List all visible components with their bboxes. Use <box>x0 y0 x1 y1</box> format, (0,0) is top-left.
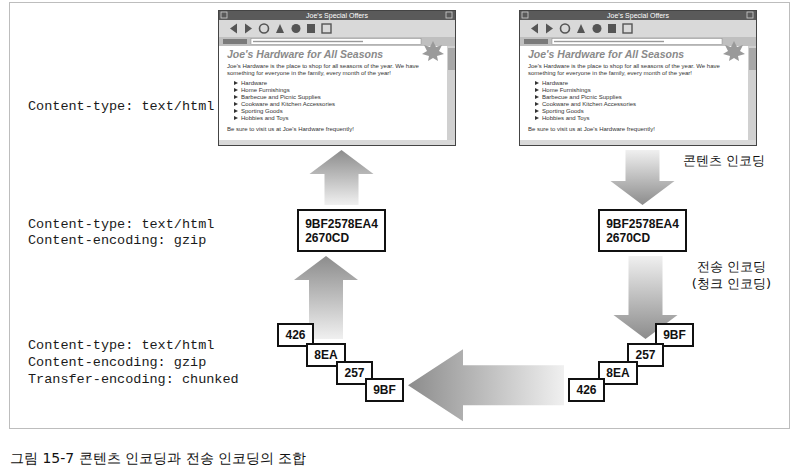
browser-chrome <box>218 10 456 146</box>
chunk-size: 8EA <box>314 348 337 362</box>
chunk-size: 426 <box>285 328 305 342</box>
window-title: Joe's Special Offers <box>520 11 756 20</box>
header-line: Transfer-encoding: chunked <box>28 372 239 388</box>
encoded-data-box: 9BF2578EA4 2670CD <box>598 209 687 252</box>
browser-chrome <box>519 10 757 146</box>
list-item: Home Furnishings <box>520 87 756 94</box>
list-item: Home Furnishings <box>219 87 455 94</box>
browser-window: Joe's Special OffersJoe's Hardware for A… <box>519 10 757 146</box>
chunk-size: 8EA <box>606 366 629 380</box>
list-item: Sporting Goods <box>219 108 455 115</box>
browser-window: Joe's Special OffersJoe's Hardware for A… <box>218 10 456 146</box>
page-heading: Joe's Hardware for All Seasons <box>219 48 455 61</box>
page-footer: Be sure to visit us at Joe's Hardware fr… <box>520 126 756 133</box>
chunk-size: 9BF <box>663 328 686 342</box>
hex-data: 9BF2578EA4 2670CD <box>305 217 378 245</box>
header-line: Content-encoding: gzip <box>28 355 206 371</box>
chunk-size: 257 <box>344 366 364 380</box>
flow-arrow <box>310 150 374 205</box>
chunk-box: 9BF <box>365 378 404 402</box>
header-line: Content-type: text/html <box>28 99 214 115</box>
page-text: Joe's Hardware is the place to shop for … <box>520 63 733 77</box>
flow-arrow <box>408 349 564 421</box>
page-footer: Be sure to visit us at Joe's Hardware fr… <box>219 126 455 133</box>
hex-data: 9BF2578EA4 2670CD <box>606 217 679 245</box>
chunk-size: 257 <box>635 348 655 362</box>
list-item: Hardware <box>219 80 455 87</box>
chunk-size: 9BF <box>373 383 396 397</box>
list-item: Barbecue and Picnic Supplies <box>520 94 756 101</box>
arrow-label: 콘텐츠 인코딩 <box>683 152 765 169</box>
page-heading: Joe's Hardware for All Seasons <box>520 48 756 61</box>
list-item: Hobbies and Toys <box>219 115 455 122</box>
list-item: Cookware and Kitchen Accessories <box>219 101 455 108</box>
header-line: Content-type: text/html <box>28 338 214 354</box>
list-item: Hobbies and Toys <box>520 115 756 122</box>
list-item: Sporting Goods <box>520 108 756 115</box>
page-text: Joe's Hardware is the place to shop for … <box>219 63 432 77</box>
encoded-data-box: 9BF2578EA4 2670CD <box>297 209 386 252</box>
arrow-label: 전송 인코딩 (청크 인코딩) <box>686 258 778 292</box>
chunk-box: 426 <box>568 378 605 402</box>
figure-frame <box>10 3 790 429</box>
list-item: Barbecue and Picnic Supplies <box>219 94 455 101</box>
list-item: Hardware <box>520 80 756 87</box>
chunk-size: 426 <box>576 383 596 397</box>
figure-caption: 그림 15-7 콘텐츠 인코딩과 전송 인코딩의 조합 <box>10 449 306 467</box>
window-title: Joe's Special Offers <box>219 11 455 20</box>
header-line: Content-type: text/html <box>28 217 214 233</box>
flow-arrow <box>611 150 675 205</box>
list-item: Cookware and Kitchen Accessories <box>520 101 756 108</box>
header-line: Content-encoding: gzip <box>28 233 206 249</box>
